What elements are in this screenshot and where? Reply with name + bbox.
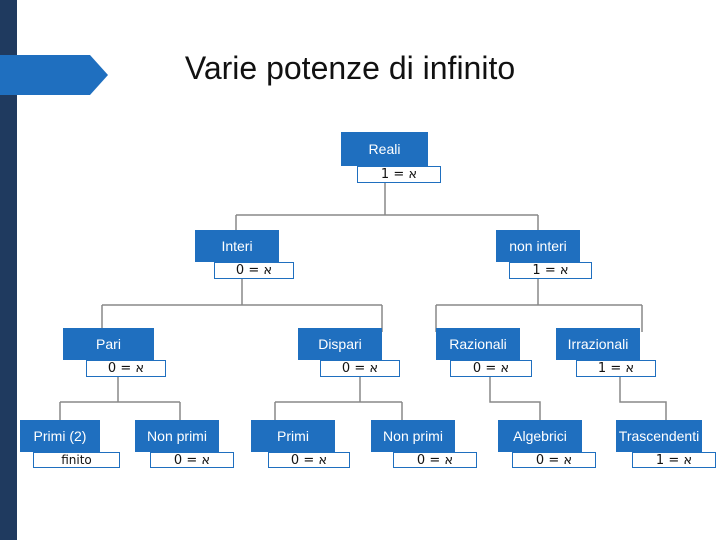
connector-non-interi	[435, 278, 643, 332]
node-trascendenti-value: א = 1	[632, 452, 716, 468]
node-pari-value: א = 0	[86, 360, 166, 377]
node-algebrici: Algebrici	[498, 420, 582, 452]
node-non-primi-pari: Non primi	[135, 420, 219, 452]
connector-pari	[59, 375, 181, 422]
node-non-primi-dispari-value: א = 0	[393, 452, 477, 468]
connector-dispari	[274, 375, 403, 422]
node-primi-2-value: finito	[33, 452, 120, 468]
connector-razionali	[489, 375, 541, 422]
node-non-primi-pari-value: א = 0	[150, 452, 234, 468]
node-primi-value: א = 0	[268, 452, 350, 468]
node-dispari: Dispari	[298, 328, 382, 360]
connector-irrazionali	[619, 375, 667, 422]
node-primi: Primi	[251, 420, 335, 452]
node-dispari-value: א = 0	[320, 360, 400, 377]
left-accent-bar	[0, 0, 17, 540]
node-razionali: Razionali	[436, 328, 520, 360]
node-non-primi-dispari: Non primi	[371, 420, 455, 452]
node-razionali-value: א = 0	[450, 360, 532, 377]
connector-reali	[235, 182, 539, 232]
slide-title: Varie potenze di infinito	[184, 50, 516, 86]
node-interi: Interi	[195, 230, 279, 262]
node-irrazionali: Irrazionali	[556, 328, 640, 360]
node-non-interi: non interi	[496, 230, 580, 262]
node-interi-value: א = 0	[214, 262, 294, 279]
node-trascendenti: Trascendenti	[616, 420, 702, 452]
node-reali-value: א = 1	[357, 166, 441, 183]
node-primi-2: Primi (2)	[20, 420, 100, 452]
node-irrazionali-value: א = 1	[576, 360, 656, 377]
title-tab-arrow	[0, 55, 108, 95]
node-algebrici-value: א = 0	[512, 452, 596, 468]
node-pari: Pari	[63, 328, 154, 360]
node-reali: Reali	[341, 132, 428, 166]
connector-interi	[101, 278, 383, 332]
node-non-interi-value: א = 1	[509, 262, 592, 279]
